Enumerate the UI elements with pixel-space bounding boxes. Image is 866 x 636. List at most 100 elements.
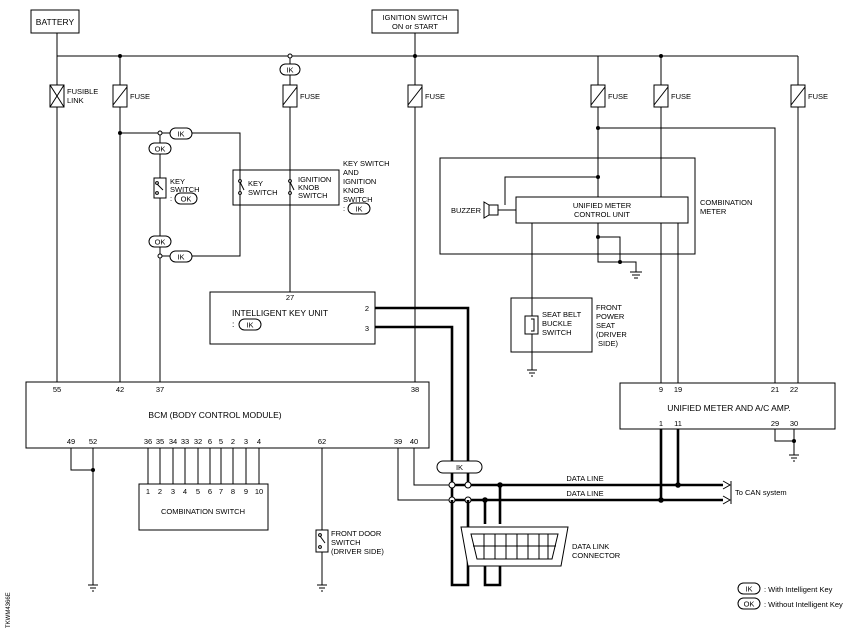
bcm-pin: 49	[67, 437, 75, 446]
umcu-label: UNIFIED METER	[573, 201, 632, 210]
fuse-2: FUSE	[282, 84, 320, 108]
ksk-label-2: AND	[343, 168, 359, 177]
umcu-label-2: CONTROL UNIT	[574, 210, 630, 219]
seat-belt-buckle-switch: SEAT BELT BUCKLE SWITCH FRONT POWER SEAT…	[510, 297, 627, 353]
ignition-switch-label-2: ON or START	[392, 22, 438, 31]
cs-pin: 10	[255, 487, 263, 496]
fuse-label: FUSE	[130, 92, 150, 101]
data-line-label: DATA LINE	[566, 474, 603, 483]
fps-label-4: (DRIVER	[596, 330, 627, 339]
legend: IK : With Intelligent Key OK : Without I…	[737, 582, 843, 610]
umac-pin: 30	[790, 419, 798, 428]
iku-pin: 27	[286, 293, 294, 302]
ok-tag-label: OK	[181, 195, 192, 204]
fps-label-5: SIDE)	[598, 339, 619, 348]
cs-pin: 2	[158, 487, 162, 496]
buzzer-label: BUZZER	[451, 206, 482, 215]
key-switch-label-3: :	[170, 194, 172, 203]
ksk-label-5: SWITCH	[343, 195, 373, 204]
legend-ok-text: : Without Intelligent Key	[764, 600, 843, 609]
combo-meter-label: COMBINATION	[700, 198, 752, 207]
bcm-pin: 39	[394, 437, 402, 446]
knob-inner-label-2: KNOB	[298, 183, 319, 192]
fps-label-2: POWER	[596, 312, 625, 321]
bcm-pin: 32	[194, 437, 202, 446]
key-switch-label: KEY	[170, 177, 185, 186]
umac-pin: 29	[771, 419, 779, 428]
fuse-3: FUSE	[407, 84, 445, 108]
bcm-pin: 36	[144, 437, 152, 446]
bcm-pin: 52	[89, 437, 97, 446]
iku-pin: 2	[365, 304, 369, 313]
cs-pin: 4	[183, 487, 187, 496]
battery-box: BATTERY	[30, 9, 80, 34]
knob-inner-label-3: SWITCH	[298, 191, 328, 200]
to-can-label: To CAN system	[735, 488, 787, 497]
combo-meter-label-2: METER	[700, 207, 727, 216]
fds-label-3: (DRIVER SIDE)	[331, 547, 384, 556]
umac-pin: 1	[659, 419, 663, 428]
bcm-pin: 5	[219, 437, 223, 446]
key-switch-and-knob-switch: KEY SWITCH IGNITION KNOB SWITCH KEY SWIT…	[232, 159, 390, 215]
cs-pin: 7	[219, 487, 223, 496]
sb-label-3: SWITCH	[542, 328, 572, 337]
ksk-label-3: IGNITION	[343, 177, 376, 186]
legend-ik-tag: IK	[745, 585, 752, 594]
bcm-pin: 42	[116, 385, 124, 394]
dlc-label-2: CONNECTOR	[572, 551, 621, 560]
legend-ik-text: : With Intelligent Key	[764, 585, 833, 594]
umac-pin: 22	[790, 385, 798, 394]
intelligent-key-unit: 27 2 3 INTELLIGENT KEY UNIT : IK	[209, 291, 376, 345]
bcm-pin: 33	[181, 437, 189, 446]
bcm-pin: 35	[156, 437, 164, 446]
bcm-pin: 2	[231, 437, 235, 446]
fuse-1: FUSE	[112, 84, 150, 108]
cs-pin: 3	[171, 487, 175, 496]
combination-meter: COMBINATION METER UNIFIED METER CONTROL …	[439, 157, 752, 279]
cs-pin: 9	[244, 487, 248, 496]
ik-tag-label: IK	[177, 130, 184, 139]
fds-label: FRONT DOOR	[331, 529, 382, 538]
ksk-label: KEY SWITCH	[343, 159, 390, 168]
ok-tag-label: OK	[155, 238, 166, 247]
ik-tag-top: IK	[279, 63, 301, 76]
sb-label: SEAT BELT	[542, 310, 582, 319]
fuse-label: FUSE	[425, 92, 445, 101]
fuse-label: FUSE	[608, 92, 628, 101]
ok-tag-label: OK	[155, 145, 166, 154]
fusible-link-label: FUSIBLE	[67, 87, 98, 96]
fuse-label: FUSE	[300, 92, 320, 101]
ik-tag-label: IK	[246, 321, 253, 330]
ksk-label-6: :	[343, 204, 345, 213]
data-link-connector: DATA LINK CONNECTOR	[450, 500, 621, 587]
bcm-pin: 62	[318, 437, 326, 446]
key-switch-label-2: SWITCH	[170, 185, 200, 194]
ignition-switch-label: IGNITION SWITCH	[383, 13, 448, 22]
bcm-pin: 38	[411, 385, 419, 394]
ok-tag-2: OK	[148, 235, 172, 248]
fuse-5: FUSE	[653, 84, 691, 108]
iku-label-2: :	[232, 319, 234, 329]
umac-pin: 11	[674, 419, 682, 428]
umac-pin: 19	[674, 385, 682, 394]
ik-tag-1: IK	[169, 127, 193, 140]
bcm-pin: 37	[156, 385, 164, 394]
fusible-link-label-2: LINK	[67, 96, 84, 105]
legend-ok-tag: OK	[744, 600, 755, 609]
knob-inner-label: IGNITION	[298, 175, 331, 184]
combination-switch: 1 2 3 4 5 6 7 8 9 10 COMBINATION SWITCH	[138, 483, 269, 531]
figure-code: TKWM4366E	[6, 592, 12, 628]
fuse-label: FUSE	[671, 92, 691, 101]
cs-pin: 8	[231, 487, 235, 496]
ksk-label-4: KNOB	[343, 186, 364, 195]
data-line-label: DATA LINE	[566, 489, 603, 498]
fuse-6: FUSE	[790, 84, 828, 108]
bcm-pin: 34	[169, 437, 177, 446]
fuse-label: FUSE	[808, 92, 828, 101]
ik-tag-data: IK	[436, 460, 483, 474]
fps-label: FRONT	[596, 303, 622, 312]
bcm-label: BCM (BODY CONTROL MODULE)	[148, 410, 281, 420]
dlc-label: DATA LINK	[572, 542, 609, 551]
ok-tag-1: OK	[148, 142, 172, 155]
